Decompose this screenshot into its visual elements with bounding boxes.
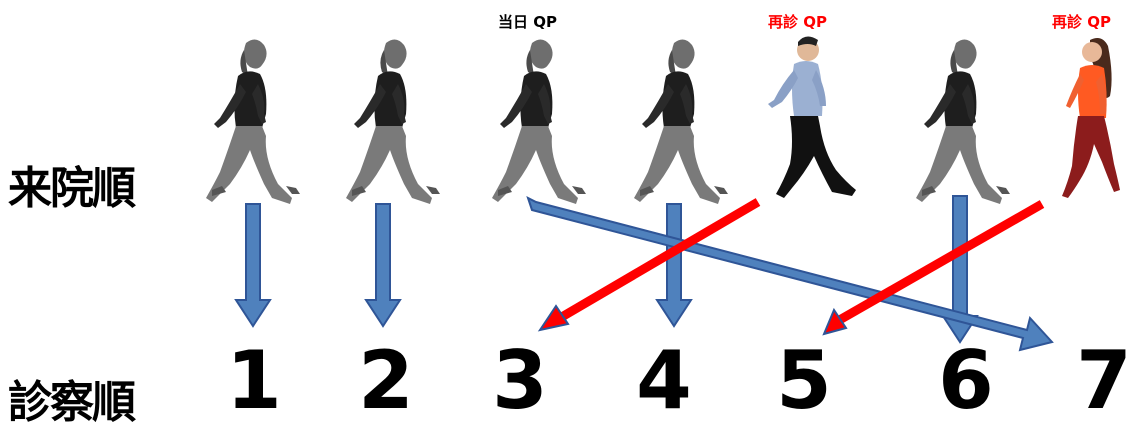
walker-1 <box>206 39 300 204</box>
exam-number-1: 1 <box>226 334 282 427</box>
walker-woman-revisit <box>1062 38 1120 198</box>
exam-order-label: 診察順 <box>8 377 136 428</box>
walker-6 <box>916 39 1010 204</box>
exam-number-3: 3 <box>492 334 548 427</box>
exam-number-4: 4 <box>636 334 692 427</box>
arrival-order-label: 来院順 <box>8 163 136 214</box>
exam-number-6: 6 <box>938 334 994 427</box>
arrow-4-to-4 <box>655 203 693 328</box>
walker-2 <box>346 39 440 204</box>
arrow-2-to-2 <box>364 203 402 328</box>
revisit-qp-tag-2: 再診 QP <box>1052 13 1111 31</box>
red-arrow-5-to-3 <box>557 198 761 322</box>
red-arrowhead-3 <box>537 304 570 332</box>
walker-3 <box>492 39 586 204</box>
arrow-3-to-7 <box>526 196 1054 352</box>
same-day-qp-tag: 当日 QP <box>498 13 557 31</box>
exam-number-7: 7 <box>1076 334 1132 427</box>
walker-4 <box>634 39 728 204</box>
revisit-qp-tag-1: 再診 QP <box>768 13 827 31</box>
walker-man-revisit <box>768 36 856 198</box>
exam-number-5: 5 <box>776 334 832 427</box>
red-arrowhead-5 <box>822 307 848 336</box>
red-arrow-7-to-5 <box>833 200 1045 326</box>
exam-number-2: 2 <box>358 334 414 427</box>
arrow-1-to-1 <box>234 203 272 328</box>
